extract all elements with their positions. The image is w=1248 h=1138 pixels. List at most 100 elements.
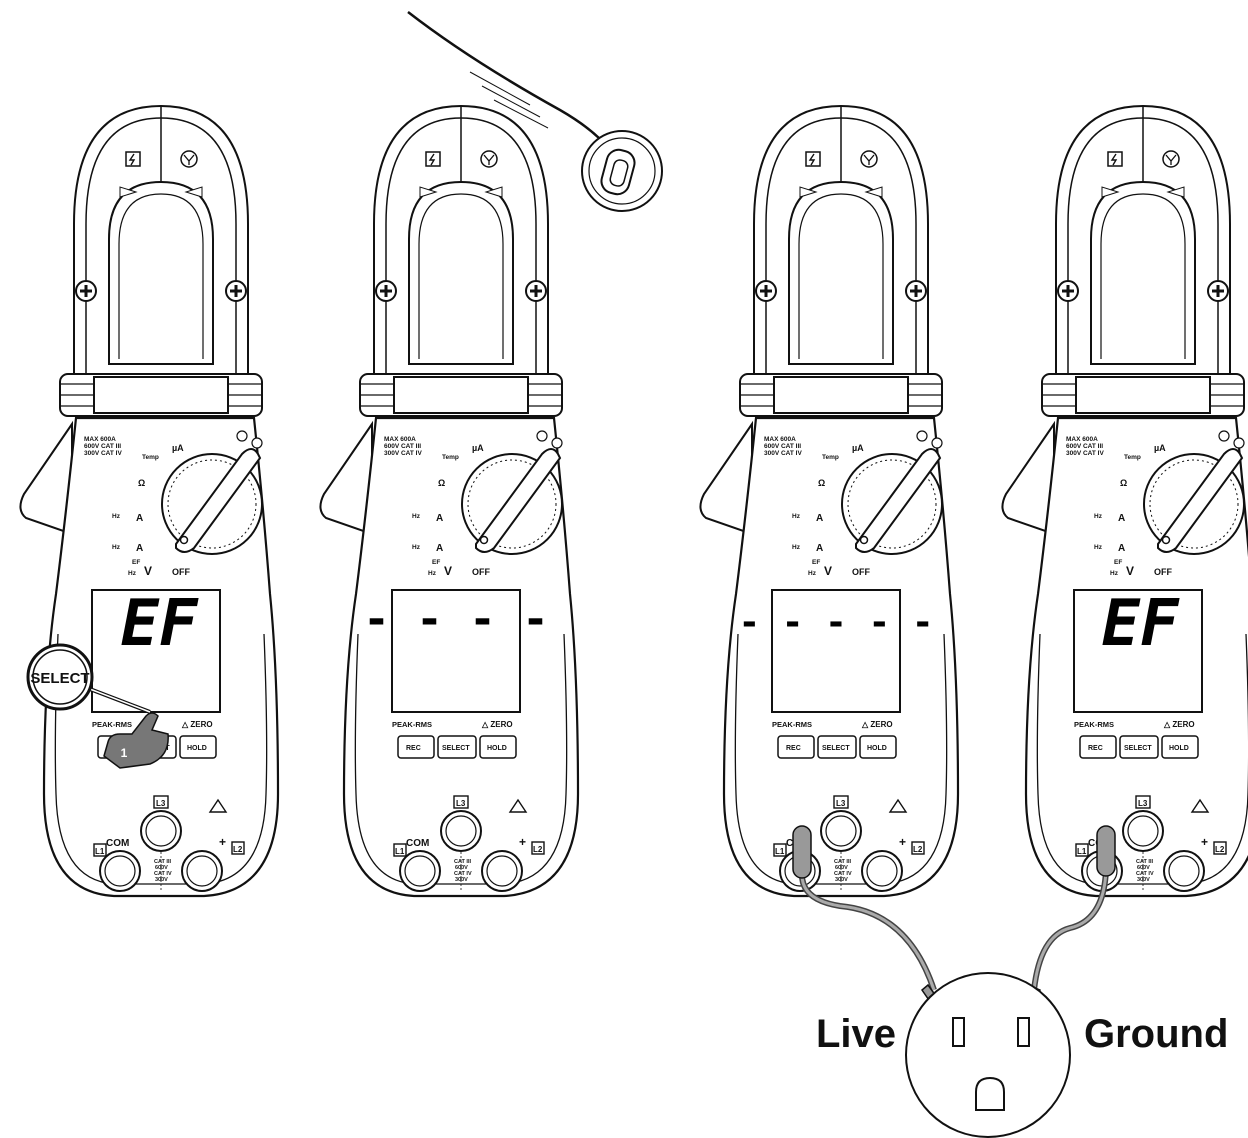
dial-label-ua: µA <box>1154 443 1166 453</box>
terminal-l2-label: L2 <box>233 845 243 854</box>
select-button: SELECT <box>822 745 850 752</box>
terminal-rating: 300V <box>455 877 468 883</box>
dial-label-v: V <box>1126 564 1134 578</box>
dial-label-ohm: Ω <box>138 478 145 488</box>
dial-label-a: A <box>1118 513 1125 524</box>
terminal-rating: CAT III <box>1136 859 1153 865</box>
meter-panel <box>318 104 580 898</box>
dial-label-a: A <box>816 513 823 524</box>
spec-label: 300V CAT IV <box>84 450 122 457</box>
peak-rms-label: PEAK-RMS <box>392 720 432 729</box>
terminal-l3-label: L3 <box>156 799 166 808</box>
spec-label: 300V CAT IV <box>1066 450 1104 457</box>
dial-label-off: OFF <box>1154 567 1172 577</box>
com-label: COM <box>406 838 429 849</box>
spec-label: MAX 600A <box>84 436 116 443</box>
terminal-l2-label: L2 <box>1215 845 1225 854</box>
dial-label-a: A <box>816 543 823 554</box>
terminal-l3-label: L3 <box>1138 799 1148 808</box>
hold-button: HOLD <box>1169 745 1189 752</box>
dial-label-a: A <box>1118 543 1125 554</box>
dial-label-hz: Hz <box>112 513 121 520</box>
com-label: COM <box>106 838 129 849</box>
spec-label: 600V CAT III <box>1066 443 1103 450</box>
hand-pointer-icon: 1 <box>103 712 169 769</box>
terminal-rating: CAT IV <box>1136 871 1154 877</box>
dial-label-ef: EF <box>132 559 140 566</box>
terminal-l2-label: L2 <box>913 845 923 854</box>
dial-label-v: V <box>144 564 152 578</box>
terminal-l3-label: L3 <box>456 799 466 808</box>
dial-label-a: A <box>436 543 443 554</box>
dial-label-temp: Temp <box>822 454 839 461</box>
spec-label: 300V CAT IV <box>764 450 802 457</box>
dial-label-hz: Hz <box>1094 513 1103 520</box>
spec-label: MAX 600A <box>1066 436 1098 443</box>
plus-label: + <box>219 835 226 849</box>
terminal-rating: CAT IV <box>834 871 852 877</box>
dial-label-off: OFF <box>172 567 190 577</box>
terminal-rating: CAT III <box>834 859 851 865</box>
live-label: Live <box>816 1012 896 1056</box>
wire-sensor-icon <box>407 11 663 212</box>
select-button: SELECT <box>1124 745 1152 752</box>
dial-label-hz: Hz <box>128 570 137 577</box>
terminal-rating: CAT III <box>154 859 171 865</box>
terminal-rating: 600V <box>835 865 848 871</box>
select-callout: SELECT <box>26 643 151 714</box>
terminal-l1-label: L1 <box>775 847 785 856</box>
terminal-l1-label: L1 <box>395 847 405 856</box>
dial-label-ef: EF <box>812 559 820 566</box>
dial-label-hz: Hz <box>792 513 801 520</box>
ground-label: Ground <box>1084 1012 1228 1056</box>
zero-label: △ ZERO <box>861 720 893 729</box>
terminal-rating: 600V <box>155 865 168 871</box>
callout-select-label: SELECT <box>30 670 89 687</box>
dial-label-hz: Hz <box>412 513 421 520</box>
dial-label-ohm: Ω <box>438 478 445 488</box>
terminal-l2-label: L2 <box>533 845 543 854</box>
hold-button: HOLD <box>187 745 207 752</box>
dial-label-a: A <box>436 513 443 524</box>
terminal-rating: 600V <box>455 865 468 871</box>
dial-label-hz: Hz <box>428 570 437 577</box>
dial-label-hz: Hz <box>792 544 801 551</box>
terminal-l1-label: L1 <box>1077 847 1087 856</box>
hold-button: HOLD <box>487 745 507 752</box>
terminal-rating: 300V <box>835 877 848 883</box>
peak-rms-label: PEAK-RMS <box>92 720 132 729</box>
terminal-rating: CAT IV <box>454 871 472 877</box>
terminal-l1-label: L1 <box>95 847 105 856</box>
plus-label: + <box>899 835 906 849</box>
terminal-rating: 300V <box>1137 877 1150 883</box>
dial-label-hz: Hz <box>412 544 421 551</box>
dial-label-ohm: Ω <box>818 478 825 488</box>
dial-label-off: OFF <box>472 567 490 577</box>
dial-label-ua: µA <box>472 443 484 453</box>
step-number: 1 <box>121 746 128 760</box>
dial-label-ef: EF <box>1114 559 1122 566</box>
spec-label: MAX 600A <box>384 436 416 443</box>
lcd-display: - - - - <box>363 594 548 645</box>
dial-label-ef: EF <box>432 559 440 566</box>
rec-button: REC <box>406 745 421 752</box>
select-button: SELECT <box>442 745 470 752</box>
meter-panel <box>1000 104 1248 898</box>
dial-label-v: V <box>444 564 452 578</box>
spec-label: MAX 600A <box>764 436 796 443</box>
dial-label-hz: Hz <box>1110 570 1119 577</box>
dial-label-hz: Hz <box>1094 544 1103 551</box>
dial-label-v: V <box>824 564 832 578</box>
spec-label: 300V CAT IV <box>384 450 422 457</box>
terminal-rating: 300V <box>155 877 168 883</box>
terminal-rating: 600V <box>1137 865 1150 871</box>
dial-label-temp: Temp <box>442 454 459 461</box>
hold-button: HOLD <box>867 745 887 752</box>
outlet-icon <box>905 972 1071 1138</box>
zero-label: △ ZERO <box>481 720 513 729</box>
dial-label-ua: µA <box>852 443 864 453</box>
dial-label-hz: Hz <box>808 570 817 577</box>
spec-label: 600V CAT III <box>764 443 801 450</box>
dial-label-a: A <box>136 543 143 554</box>
